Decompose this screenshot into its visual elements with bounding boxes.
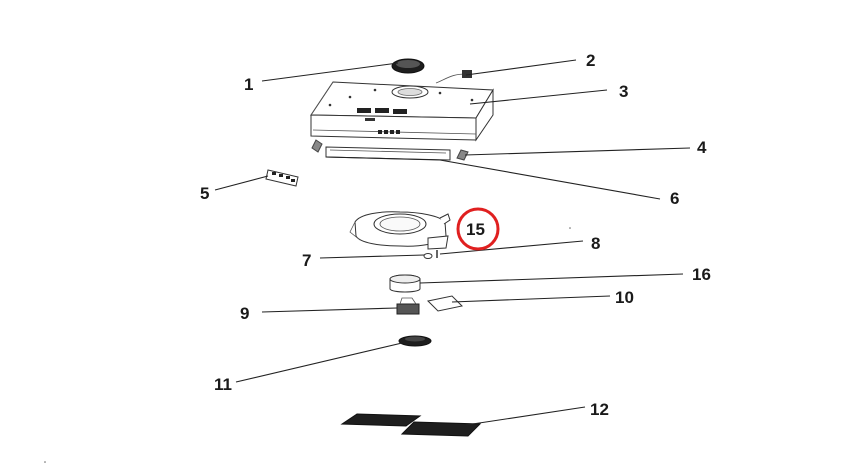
highlight-callout-15: 15 bbox=[456, 207, 500, 251]
leader-2 bbox=[465, 59, 577, 76]
callout-5: 5 bbox=[200, 184, 209, 203]
leader-16 bbox=[419, 273, 684, 284]
callout-1: 1 bbox=[244, 75, 253, 94]
leader-10 bbox=[451, 295, 611, 303]
part-12-grease-filters bbox=[340, 413, 482, 437]
callout-labels: 1 2 3 4 5 6 7 8 9 10 11 12 16 bbox=[200, 51, 711, 419]
leader-7 bbox=[319, 254, 425, 259]
callout-12: 12 bbox=[590, 400, 609, 419]
part-16-motor bbox=[389, 274, 421, 293]
callout-15: 15 bbox=[466, 220, 485, 239]
part-6-filter-frame bbox=[325, 146, 451, 161]
leader-6b bbox=[325, 156, 441, 161]
part-2-power-cable bbox=[435, 70, 472, 84]
callout-2: 2 bbox=[586, 51, 595, 70]
leader-1 bbox=[261, 62, 399, 82]
callout-11: 11 bbox=[214, 375, 232, 394]
part-11-impeller bbox=[398, 335, 432, 347]
callout-4: 4 bbox=[697, 138, 707, 157]
highlight-ring bbox=[456, 207, 500, 251]
part-1-top-grille bbox=[391, 58, 425, 74]
part-7-fixing-clip bbox=[423, 253, 433, 259]
leader-8 bbox=[439, 240, 584, 255]
leader-6a bbox=[439, 159, 661, 200]
leader-3 bbox=[469, 89, 608, 105]
callout-3: 3 bbox=[619, 82, 628, 101]
part-10-mount-plate bbox=[426, 295, 464, 312]
part-15-fan-housing bbox=[349, 211, 451, 250]
part-5-switch-module bbox=[265, 169, 299, 187]
leader-12 bbox=[465, 406, 586, 426]
callout-6: 6 bbox=[670, 189, 679, 208]
part-9-capacitor bbox=[396, 297, 420, 315]
callout-9: 9 bbox=[240, 304, 249, 323]
part-3-hood-body bbox=[310, 81, 494, 142]
callout-7: 7 bbox=[302, 251, 311, 270]
callout-16: 16 bbox=[692, 265, 711, 284]
part-4-side-bracket bbox=[311, 139, 469, 161]
leader-11 bbox=[235, 342, 403, 383]
leader-9 bbox=[261, 307, 398, 313]
leader-4 bbox=[464, 147, 691, 156]
leader-lines bbox=[214, 59, 691, 426]
leader-5 bbox=[214, 175, 269, 191]
callout-10: 10 bbox=[615, 288, 634, 307]
callout-8: 8 bbox=[591, 234, 600, 253]
